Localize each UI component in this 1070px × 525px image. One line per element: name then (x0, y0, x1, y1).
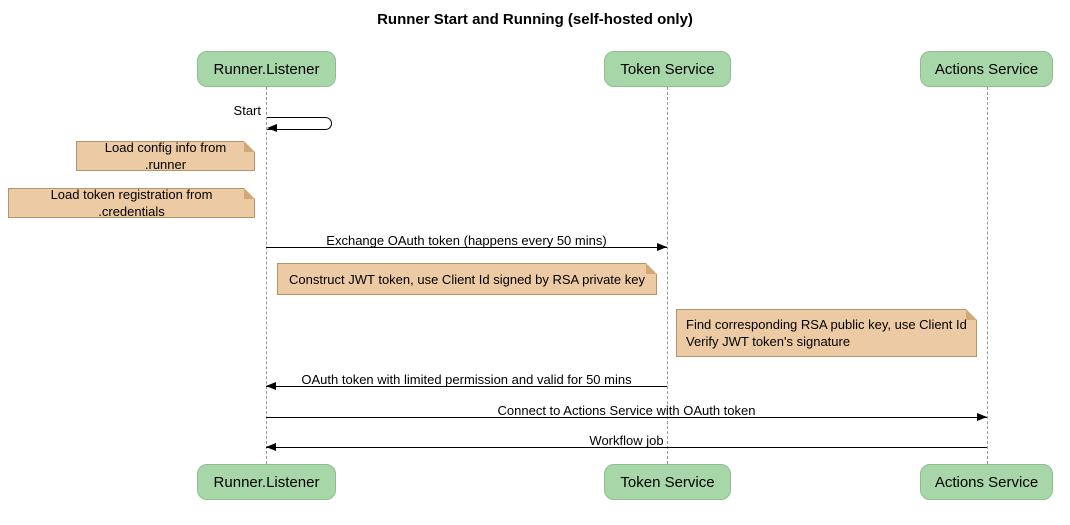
message-line (266, 417, 987, 418)
note-text: Load config info from .runner (104, 140, 227, 172)
participant-label: Runner.Listener (213, 60, 320, 78)
note-text: Construct JWT token, use Client Id signe… (289, 271, 645, 287)
message-line (266, 386, 667, 387)
participant-top-runner-listener: Runner.Listener (197, 51, 336, 87)
participant-label: Actions Service (934, 60, 1039, 78)
participant-bottom-runner-listener: Runner.Listener (197, 464, 336, 500)
message-label-connect-actions: Connect to Actions Service with OAuth to… (497, 403, 756, 418)
arrowhead-left-icon (267, 124, 277, 132)
participant-label: Actions Service (934, 473, 1039, 491)
arrowhead-right-icon (657, 243, 667, 251)
participant-bottom-actions-service: Actions Service (920, 464, 1053, 500)
note-fold-corner-icon (646, 263, 657, 274)
note-text-line1: Find corresponding RSA public key, use C… (686, 317, 967, 332)
note-load-token-registration: Load token registration from .credential… (8, 187, 255, 219)
arrowhead-right-icon (977, 413, 987, 421)
note-text: Load token registration from .credential… (50, 187, 213, 219)
participant-bottom-token-service: Token Service (604, 464, 731, 500)
arrowhead-left-icon (266, 443, 276, 451)
lifeline-token-service (667, 87, 668, 464)
note-text-line2: Verify JWT token's signature (686, 334, 851, 349)
arrowhead-left-icon (266, 382, 276, 390)
participant-top-token-service: Token Service (604, 51, 731, 87)
message-line (266, 247, 667, 248)
lifeline-runner-listener (266, 87, 267, 464)
note-verify-jwt: Find corresponding RSA public key, use C… (676, 309, 977, 357)
participant-label: Token Service (620, 473, 715, 491)
self-message-loop (267, 117, 332, 130)
message-label-workflow-job: Workflow job (589, 433, 664, 448)
message-label-exchange-oauth: Exchange OAuth token (happens every 50 m… (326, 233, 607, 248)
note-fold-corner-icon (966, 309, 977, 320)
participant-label: Runner.Listener (213, 473, 320, 491)
note-load-config: Load config info from .runner (76, 140, 255, 172)
note-fold-corner-icon (244, 141, 255, 152)
lifeline-actions-service (987, 87, 988, 464)
note-construct-jwt: Construct JWT token, use Client Id signe… (277, 263, 657, 295)
note-fold-corner-icon (244, 188, 255, 199)
participant-label: Token Service (620, 60, 715, 78)
message-label-oauth-token: OAuth token with limited permission and … (301, 372, 632, 387)
message-line (266, 447, 987, 448)
message-label-start: Start (233, 103, 261, 118)
participant-top-actions-service: Actions Service (920, 51, 1053, 87)
diagram-title: Runner Start and Running (self-hosted on… (377, 11, 693, 28)
